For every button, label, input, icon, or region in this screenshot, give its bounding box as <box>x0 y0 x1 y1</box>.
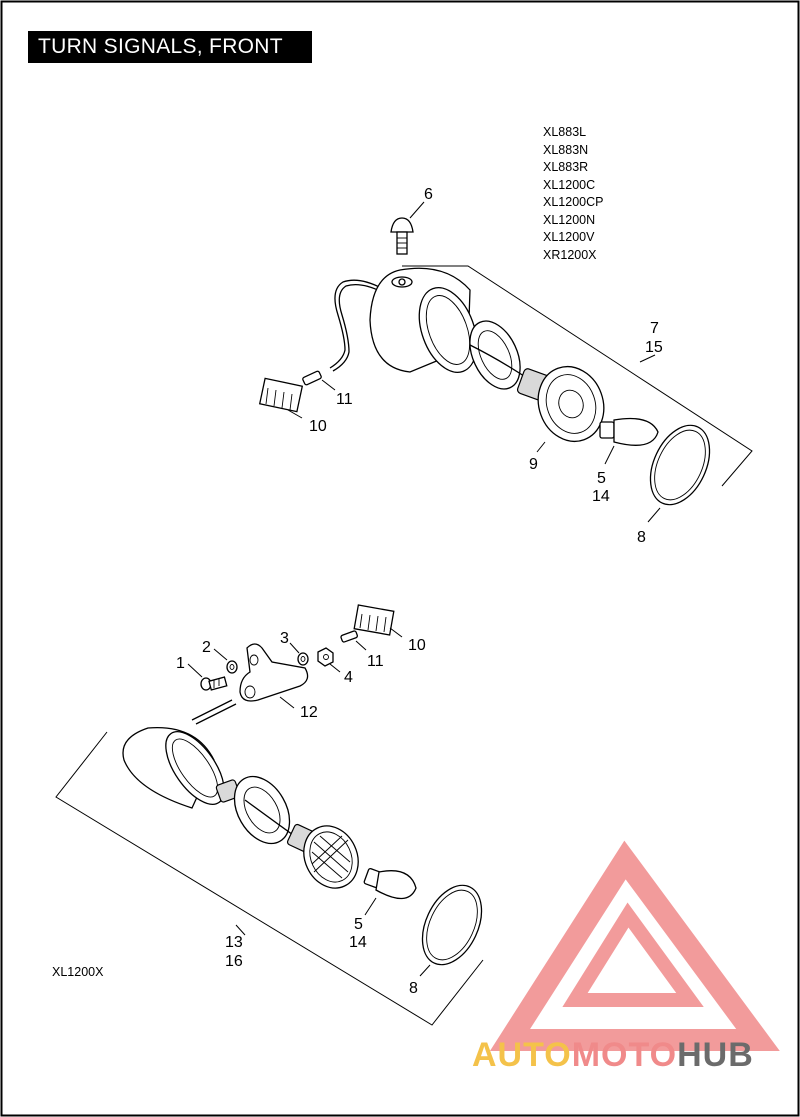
callout-number: 13 <box>225 934 243 951</box>
page-title: TURN SIGNALS, FRONT <box>28 31 312 63</box>
lamp-housing-part <box>122 726 225 809</box>
connector-part <box>258 377 304 413</box>
leader-line <box>647 507 661 523</box>
model-label: XL1200C <box>543 178 595 192</box>
lens-part <box>421 884 483 966</box>
leader-line <box>639 354 656 363</box>
callout-number: 5 <box>597 470 606 487</box>
callout-number: 1 <box>176 655 185 672</box>
assembly-bracket <box>55 731 484 1026</box>
model-label: XL1200X <box>52 965 104 979</box>
leader-line <box>287 409 303 419</box>
leader-line <box>235 924 246 936</box>
washer-part <box>226 660 238 674</box>
watermark-logo <box>489 840 780 1051</box>
callout-number: 9 <box>529 456 538 473</box>
gasket-part <box>469 320 521 390</box>
model-label: XL883N <box>543 143 588 157</box>
nut-part <box>317 647 334 667</box>
assembly-bracket <box>402 265 753 487</box>
lens-holder-part <box>303 825 359 889</box>
callout-number: 14 <box>349 934 367 951</box>
model-label: XR1200X <box>543 248 597 262</box>
watermark-hub: HUB <box>677 1036 754 1074</box>
callout-number: 16 <box>225 953 243 970</box>
screw-part <box>200 676 228 691</box>
callout-number: 7 <box>650 320 659 337</box>
model-label: XL1200N <box>543 213 595 227</box>
lens-holder-part <box>537 366 605 442</box>
leader-line <box>321 379 336 391</box>
callout-number: 11 <box>336 391 353 408</box>
watermark-triangle-icon <box>562 902 704 1007</box>
leader-line <box>213 648 228 661</box>
leader-line <box>364 897 377 916</box>
leader-line <box>289 642 300 654</box>
leader-line <box>279 696 295 709</box>
callout-number: 10 <box>408 637 426 654</box>
callout-number: 6 <box>424 186 433 203</box>
callout-number: 12 <box>300 704 318 721</box>
watermark-text: AUTOMOTOHUB <box>472 1036 754 1074</box>
callout-number: 4 <box>344 669 353 686</box>
callout-number: 10 <box>309 418 327 435</box>
lens-part <box>649 424 711 506</box>
bulb-part <box>363 868 417 900</box>
model-label: XL1200V <box>543 230 595 244</box>
stud-bolt-part <box>390 217 414 255</box>
leader-line <box>604 445 615 465</box>
callout-number: 14 <box>592 488 610 505</box>
model-label: XL883L <box>543 125 586 139</box>
bulb-part <box>599 417 659 446</box>
callout-number: 5 <box>354 916 363 933</box>
leader-line <box>419 964 431 977</box>
leader-line <box>409 201 425 219</box>
leader-line <box>355 640 367 651</box>
leader-line <box>187 663 203 678</box>
callout-number: 2 <box>202 639 211 656</box>
callout-number: 11 <box>367 653 384 670</box>
wire-lead <box>329 279 386 369</box>
model-label: XL883R <box>543 160 588 174</box>
terminal-part <box>302 370 322 386</box>
watermark-triangle-icon <box>489 840 780 1051</box>
gasket-part <box>233 775 291 845</box>
lamp-housing-part <box>369 267 478 373</box>
wire-lead <box>191 699 233 721</box>
model-label: XL1200CP <box>543 195 603 209</box>
leader-line <box>536 441 546 453</box>
mounting-bracket-part <box>239 643 309 702</box>
terminal-part <box>340 630 358 643</box>
leader-line <box>389 627 403 638</box>
leader-line <box>329 663 341 673</box>
wire-lead <box>332 283 387 372</box>
callout-number: 8 <box>637 529 646 546</box>
wire-lead <box>195 703 237 725</box>
watermark-moto: MOTO <box>572 1036 677 1074</box>
connector-part <box>353 604 395 636</box>
washer-part <box>297 652 309 666</box>
callout-number: 15 <box>645 339 663 356</box>
callout-number: 3 <box>280 630 289 647</box>
watermark-auto: AUTO <box>472 1036 572 1074</box>
callout-number: 8 <box>409 980 418 997</box>
